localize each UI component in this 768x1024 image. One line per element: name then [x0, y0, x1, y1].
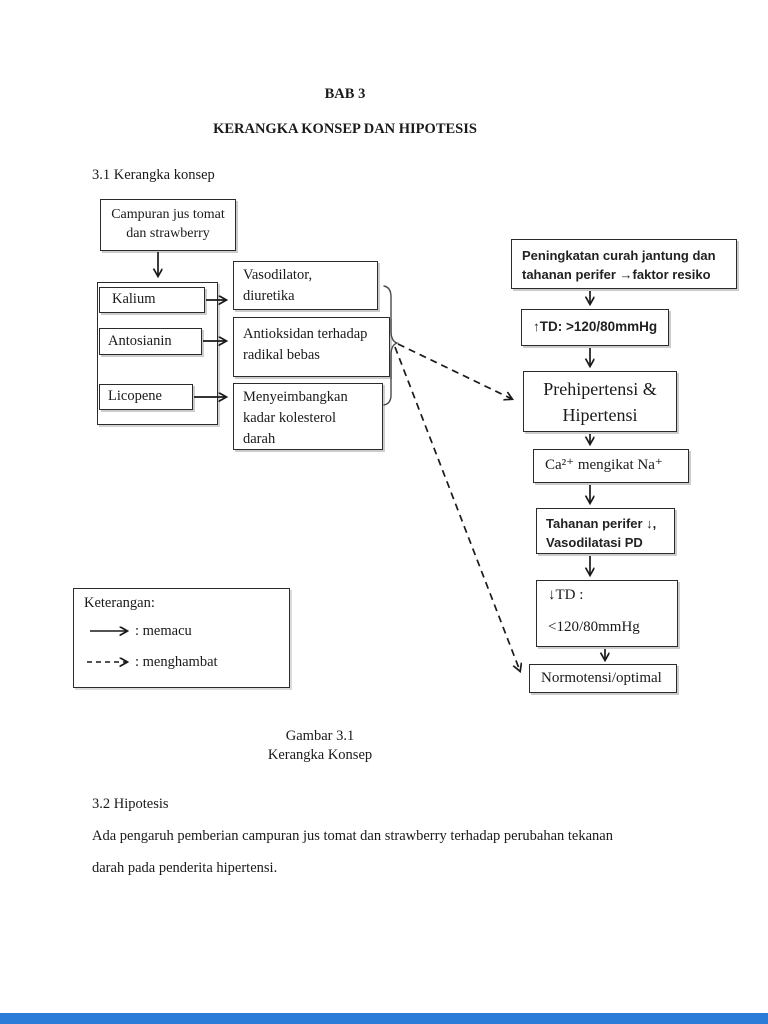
- box-campuran-line2: dan strawberry: [126, 226, 210, 241]
- box-td-naik: ↑TD: >120/80mmHg: [521, 309, 669, 346]
- box-tahanan-perifer-line1: Tahanan perifer ↓,: [546, 516, 657, 531]
- box-normotensi-label: Normotensi/optimal: [541, 670, 662, 686]
- box-prehipertensi-line1: Prehipertensi &: [543, 379, 657, 399]
- box-vasodilator-line1: Vasodilator,: [243, 267, 313, 283]
- legend-dashed-label: : menghambat: [135, 654, 218, 670]
- chapter-title: BAB 3: [324, 86, 366, 102]
- box-td-turun: ↓TD : <120/80mmHg: [536, 580, 678, 647]
- box-normotensi: Normotensi/optimal: [529, 664, 677, 693]
- legend-box: Keterangan:: [73, 588, 290, 688]
- dashed-arrow-to-prehipertensi: [397, 343, 512, 399]
- box-ca-mengikat-na: Ca²⁺ mengikat Na⁺: [533, 449, 689, 483]
- box-ca-mengikat-na-label: Ca²⁺ mengikat Na⁺: [545, 457, 663, 473]
- box-campuran-jus: Campuran jus tomat dan strawberry: [100, 199, 236, 251]
- figure-caption-title: Kerangka Konsep: [267, 747, 373, 763]
- figure-caption-number: Gambar 3.1: [285, 728, 355, 744]
- box-peningkatan-curah: Peningkatan curah jantung dan tahanan pe…: [511, 239, 737, 289]
- box-vasodilator: Vasodilator, diuretika: [233, 261, 378, 310]
- legend-title: Keterangan:: [84, 595, 155, 611]
- box-menyeimbangkan-line1: Menyeimbangkan: [243, 389, 348, 405]
- figure-caption: Gambar 3.1 Kerangka Konsep: [0, 727, 640, 765]
- box-antosianin-label: Antosianin: [108, 333, 172, 349]
- box-licopene-label: Licopene: [108, 388, 162, 404]
- chapter-subtitle: KERANGKA KONSEP DAN HIPOTESIS: [213, 121, 477, 137]
- box-peningkatan-line1: Peningkatan curah jantung dan: [522, 248, 716, 263]
- box-td-turun-line1: ↓TD :: [548, 587, 584, 603]
- box-vasodilator-line2: diuretika: [243, 288, 295, 304]
- box-td-naik-label: ↑TD: >120/80mmHg: [533, 319, 658, 334]
- box-kalium: Kalium: [99, 287, 205, 313]
- page-bottom-bar: [0, 1013, 768, 1024]
- box-tahanan-perifer: Tahanan perifer ↓, Vasodilatasi PD: [536, 508, 675, 554]
- box-kalium-label: Kalium: [112, 291, 156, 307]
- box-antioksidan: Antioksidan terhadap radikal bebas: [233, 317, 390, 377]
- box-campuran-line1: Campuran jus tomat: [111, 207, 225, 222]
- box-tahanan-perifer-line2: Vasodilatasi PD: [546, 535, 643, 550]
- legend-solid-label: : memacu: [135, 623, 192, 639]
- hypothesis-paragraph-line2: darah pada penderita hipertensi.: [92, 860, 278, 876]
- box-menyeimbangkan-line3: darah: [243, 431, 276, 447]
- box-antioksidan-line2: radikal bebas: [243, 347, 320, 363]
- box-peningkatan-line2: tahanan perifer →faktor resiko: [522, 267, 711, 282]
- box-prehipertensi-line2: Hipertensi: [562, 405, 638, 425]
- box-antosianin: Antosianin: [99, 328, 202, 355]
- hypothesis-paragraph-line1: Ada pengaruh pemberian campuran jus toma…: [92, 828, 613, 844]
- box-licopene: Licopene: [99, 384, 193, 410]
- dashed-arrow-to-normotensi: [394, 346, 520, 671]
- section-3-1-heading: 3.1 Kerangka konsep: [92, 167, 215, 183]
- box-antioksidan-line1: Antioksidan terhadap: [243, 326, 368, 342]
- box-menyeimbangkan-line2: kadar kolesterol: [243, 410, 337, 426]
- section-3-2-heading: 3.2 Hipotesis: [92, 796, 169, 812]
- box-menyeimbangkan: Menyeimbangkan kadar kolesterol darah: [233, 383, 383, 450]
- box-td-turun-line2: <120/80mmHg: [548, 619, 640, 635]
- box-prehipertensi: Prehipertensi & Hipertensi: [523, 371, 677, 432]
